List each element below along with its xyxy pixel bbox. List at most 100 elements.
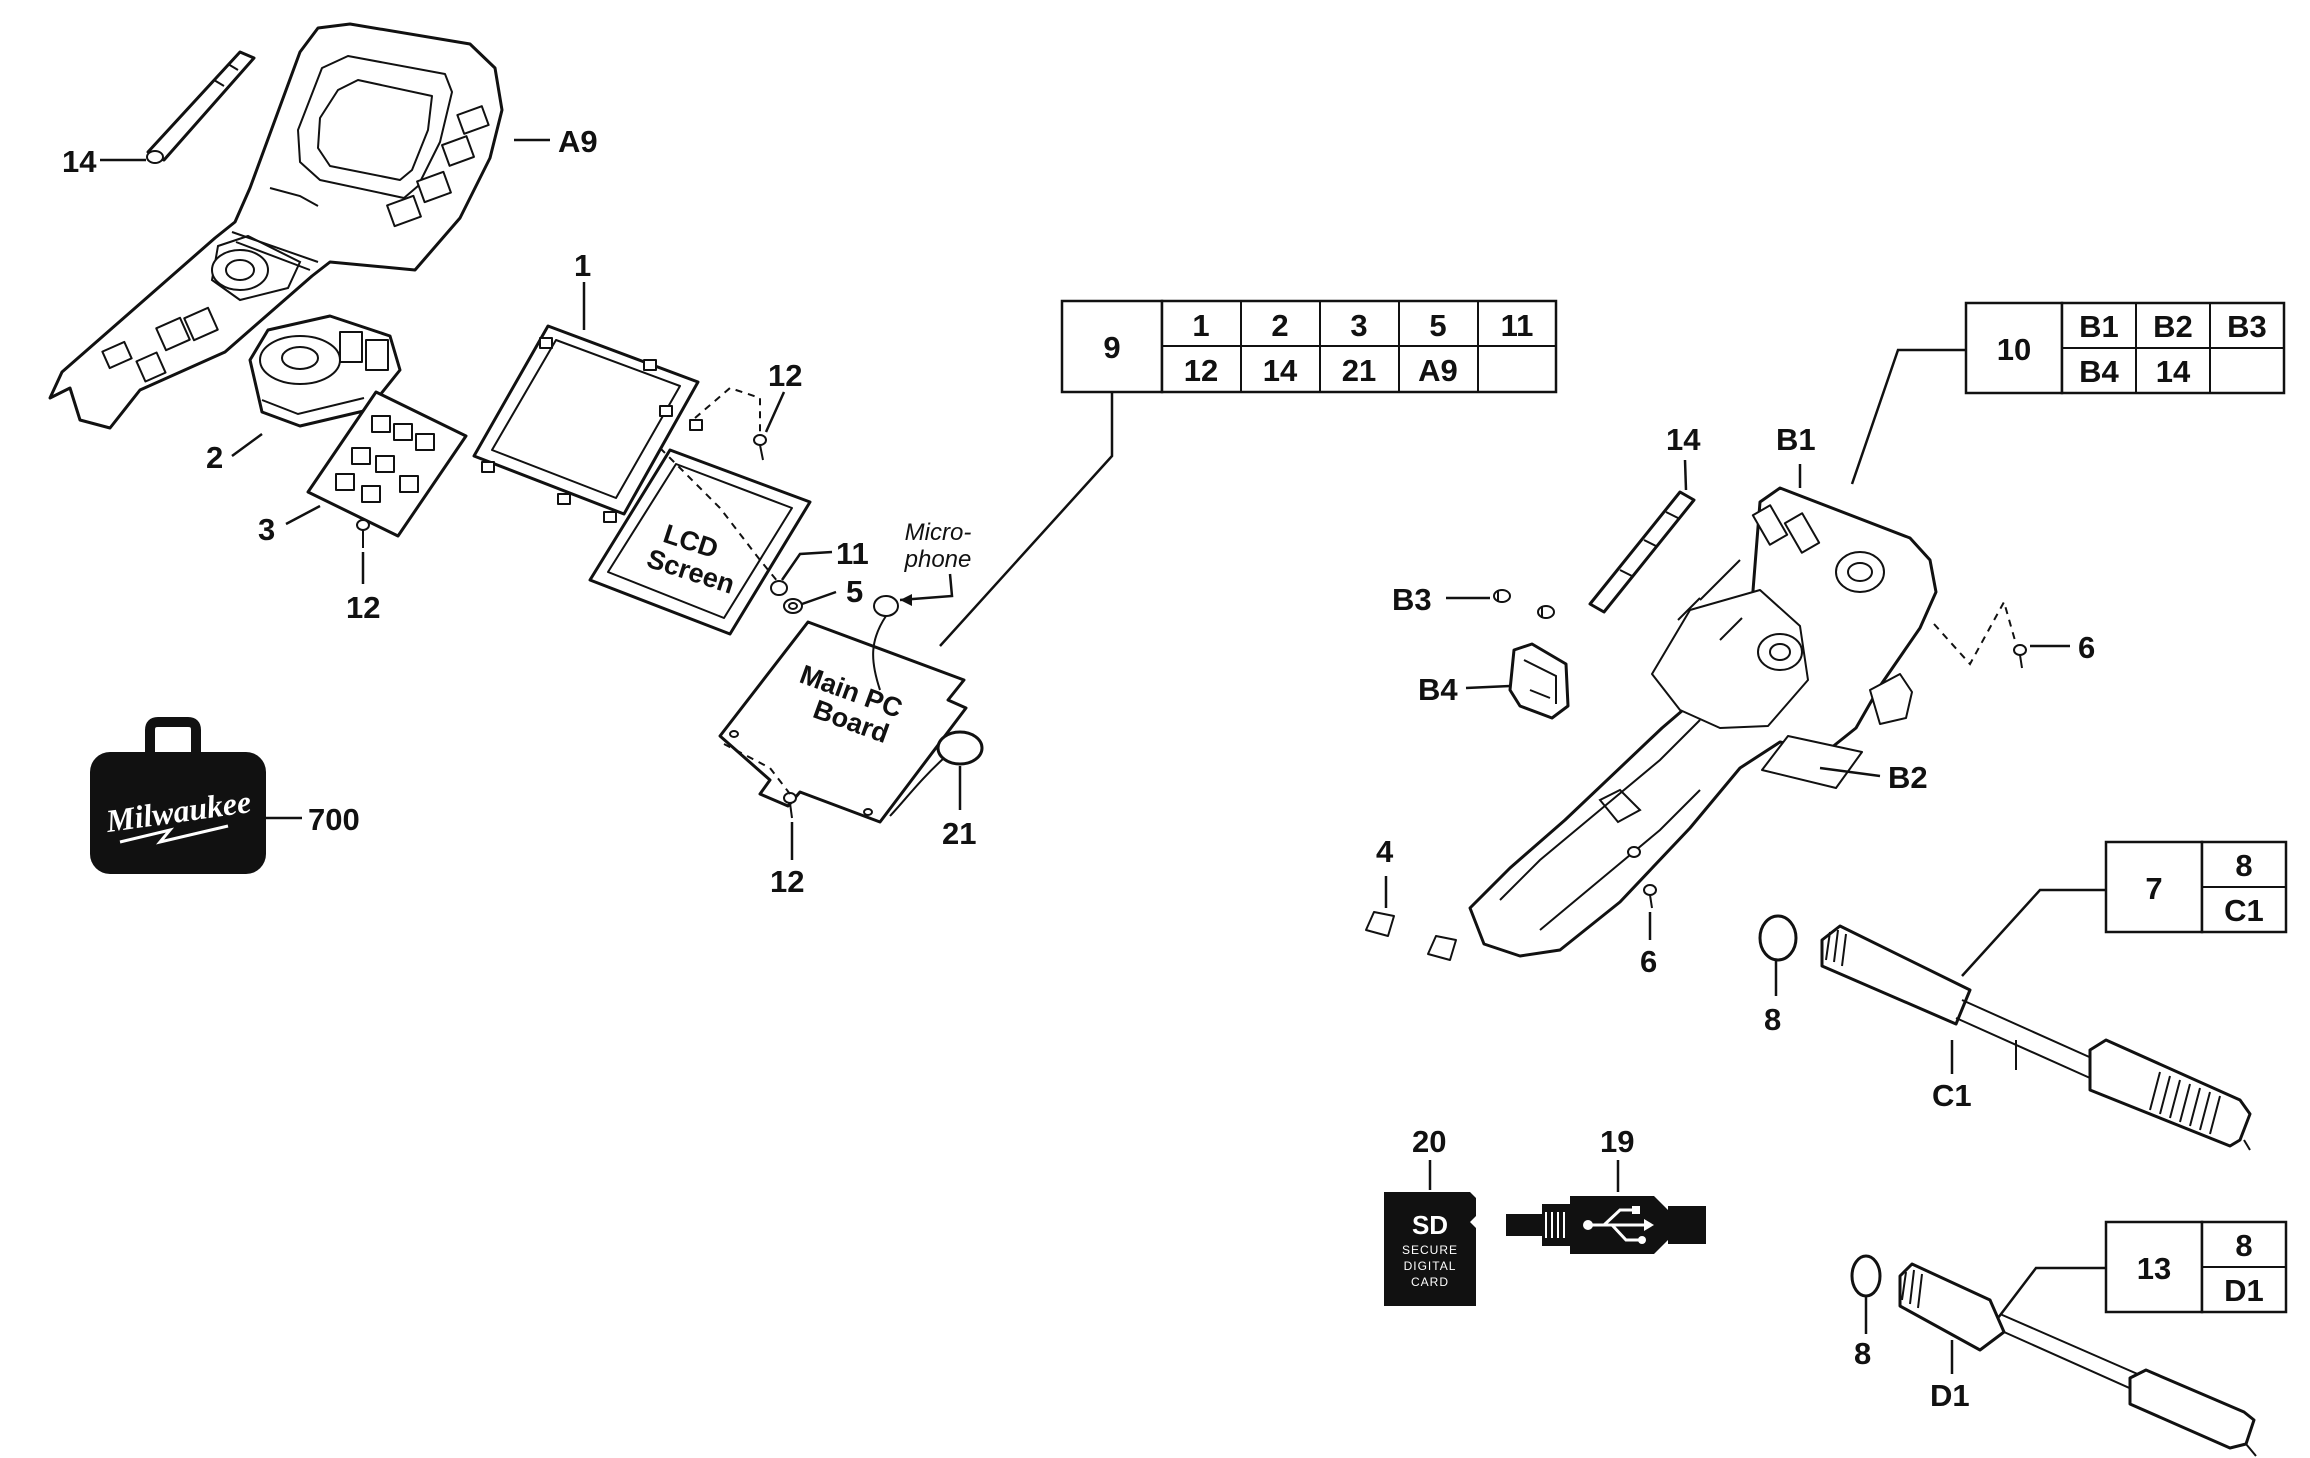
kit10-r2-c2: 14 <box>2156 354 2191 389</box>
kit7-r2-c1: C1 <box>2224 893 2264 928</box>
kit9-r1-c5: 11 <box>1501 308 1534 343</box>
label-panel-b2 <box>1761 735 1863 789</box>
sd-card-20: SD SECURE DIGITAL CARD <box>1384 1192 1476 1306</box>
label-b1: B1 <box>1776 422 1816 457</box>
label-d1: D1 <box>1930 1378 1970 1413</box>
kit9-r1-c2: 2 <box>1271 308 1288 343</box>
kit13-id: 13 <box>2137 1251 2171 1286</box>
label-b3: B3 <box>1392 582 1432 617</box>
kit13-r2-c1: D1 <box>2224 1273 2264 1308</box>
front-housing-a9 <box>48 22 504 430</box>
screw-6-bottom <box>1643 884 1657 909</box>
label-12-left: 12 <box>346 590 380 625</box>
label-b2: B2 <box>1888 760 1928 795</box>
label-4: 4 <box>1376 834 1394 869</box>
label-1: 1 <box>574 248 591 283</box>
kit9-r1-c4: 5 <box>1429 308 1446 343</box>
main-pc-board: Main PC Board <box>718 595 968 824</box>
dash-screw-12-bottom <box>723 743 791 795</box>
button-4 <box>1365 911 1457 961</box>
label-c1: C1 <box>1932 1078 1972 1113</box>
label-2: 2 <box>206 440 223 475</box>
camera-cable-c1 <box>1820 924 2252 1151</box>
leader-5 <box>801 590 837 606</box>
sd-card-text-big: SD <box>1412 1210 1448 1240</box>
leader-11 <box>780 550 833 581</box>
microphone-note-line2: phone <box>904 546 972 573</box>
kit-table-9: 9 1 2 3 5 11 12 14 21 A9 <box>1060 299 1558 394</box>
lcd-frame-1 <box>472 324 703 523</box>
kit7-r1-c1: 8 <box>2235 848 2252 883</box>
kit10-r2-c1: B4 <box>2079 354 2119 389</box>
label-20: 20 <box>1412 1124 1446 1159</box>
kit-table-13: 13 8 D1 <box>2104 1220 2288 1314</box>
lcd-screen: LCD Screen <box>588 448 812 636</box>
kit10-r1-c2: B2 <box>2153 309 2193 344</box>
key-board-3 <box>306 390 468 538</box>
kit10-id: 10 <box>1997 332 2031 367</box>
label-11: 11 <box>836 536 869 571</box>
dash-screw-6-right <box>1933 599 2017 666</box>
kit9-r2-c2: 14 <box>1263 353 1298 388</box>
leader-kit7 <box>1961 888 2106 977</box>
microphone-note-line1: Micro- <box>905 519 972 546</box>
label-12-bottom: 12 <box>770 864 804 899</box>
kit-table-10: 10 B1 B2 B3 B4 14 <box>1964 301 2286 395</box>
screw-12-top <box>753 434 767 461</box>
washer-5 <box>783 598 803 614</box>
dash-screw-12-top <box>694 386 761 436</box>
microphone-note: Micro- phone <box>899 519 972 606</box>
screw-6-right <box>2013 644 2027 669</box>
o-ring-8-d1 <box>1850 1254 1882 1298</box>
leader-kit10 <box>1850 348 1966 485</box>
leader-12-top <box>764 391 786 433</box>
label-3: 3 <box>258 512 275 547</box>
leader-b4 <box>1465 684 1511 690</box>
label-5: 5 <box>846 574 863 609</box>
kit9-id: 9 <box>1103 330 1120 365</box>
leader-kit9 <box>939 393 1114 647</box>
leader-14-right <box>1683 459 1688 491</box>
keypad-boot-2 <box>248 314 402 428</box>
label-b4: B4 <box>1418 672 1458 707</box>
label-8-d1: 8 <box>1854 1336 1871 1371</box>
kit7-id: 7 <box>2145 871 2162 906</box>
kit10-r1-c3: B3 <box>2227 309 2267 344</box>
sd-card-text-2: DIGITAL <box>1404 1259 1457 1273</box>
label-14-top: 14 <box>62 144 97 179</box>
kit13-r1-c1: 8 <box>2235 1228 2252 1263</box>
label-12-top: 12 <box>768 358 802 393</box>
label-8-c1: 8 <box>1764 1002 1781 1037</box>
usb-cable-19 <box>1506 1196 1706 1254</box>
o-ring-8-c1 <box>1758 914 1798 962</box>
label-21: 21 <box>942 816 976 851</box>
latch-b4 <box>1508 642 1570 720</box>
sd-card-text-1: SECURE <box>1402 1243 1458 1257</box>
label-19: 19 <box>1600 1124 1634 1159</box>
rear-housing-b1 <box>1468 486 1938 958</box>
strip-part-14-top <box>146 50 256 164</box>
kit9-r2-c3: 21 <box>1342 353 1376 388</box>
disc-part-21 <box>889 730 984 817</box>
kit9-r1-c3: 3 <box>1350 308 1367 343</box>
carry-case-700: Milwaukee <box>90 717 266 874</box>
dash-washer <box>659 447 779 583</box>
sd-card-text-3: CARD <box>1411 1275 1449 1289</box>
kit10-r1-c1: B1 <box>2079 309 2119 344</box>
clip-b3 <box>1493 589 1555 619</box>
label-6-bottom: 6 <box>1640 944 1657 979</box>
washer-11 <box>770 580 788 596</box>
screw-12-left <box>356 519 370 548</box>
kit9-r2-c4: A9 <box>1418 353 1458 388</box>
label-14-right: 14 <box>1666 422 1701 457</box>
leader-2 <box>231 432 263 458</box>
kit-table-7: 7 8 C1 <box>2104 840 2288 934</box>
leader-kit13 <box>1997 1266 2106 1319</box>
camera-cable-d1 <box>1898 1262 2257 1457</box>
leader-b2 <box>1819 766 1881 778</box>
label-6-right: 6 <box>2078 630 2095 665</box>
leader-3 <box>285 504 321 526</box>
label-a9: A9 <box>558 124 598 159</box>
label-700: 700 <box>308 802 360 837</box>
